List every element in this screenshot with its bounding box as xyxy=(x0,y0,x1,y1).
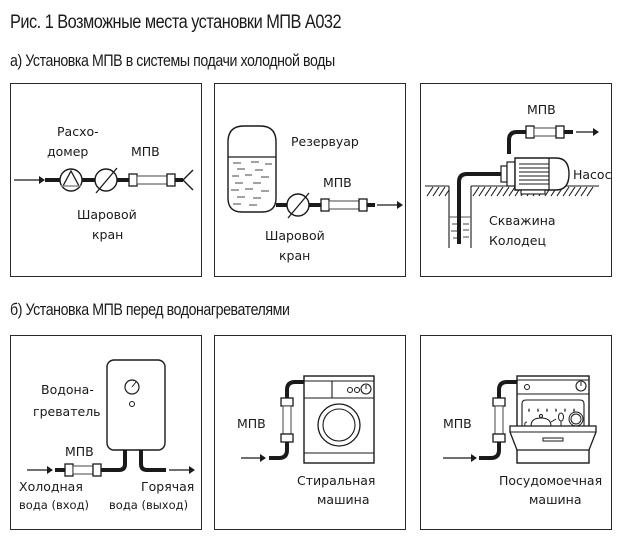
inlet-arrow-icon xyxy=(27,466,53,474)
diagram-a1: Расхо- домер МПВ Шаровой кран xyxy=(14,124,194,242)
section-b-heading: б) Установка МПВ перед водонагревателями xyxy=(10,301,290,319)
valve-label-2: кран xyxy=(279,248,310,263)
cold-water-label-2: вода (вход) xyxy=(19,498,89,512)
mpv-filter-icon xyxy=(492,397,506,443)
diagram-a3: МПВ Насос Скважина Колодец xyxy=(425,102,612,248)
inlet-arrow-icon xyxy=(443,454,477,462)
dishwasher-icon xyxy=(509,375,597,464)
panel-a1-cold-water-line: Расхо- домер МПВ Шаровой кран xyxy=(10,83,202,277)
machine-label-1: Посудомоечная xyxy=(499,473,602,488)
filter-label: МПВ xyxy=(131,144,160,159)
outlet-tap-icon xyxy=(182,169,194,191)
flowmeter-icon xyxy=(59,168,83,192)
section-a-heading: а) Установка МПВ в системы подачи холодн… xyxy=(10,52,335,70)
cold-water-label-1: Холодная xyxy=(19,479,83,494)
pipe xyxy=(269,380,304,460)
machine-label-2: машина xyxy=(317,492,369,507)
panel-a2-tank: Резервуар МПВ Шаровой кран xyxy=(214,83,406,277)
panel-a3-pump-well: МПВ Насос Скважина Колодец xyxy=(420,83,612,277)
water-heater-icon xyxy=(106,359,166,451)
mpv-filter-icon xyxy=(64,463,102,477)
outlet-arrow-icon xyxy=(377,201,403,209)
panel-b3-dishwasher: МПВ Посудомоечная машина xyxy=(420,335,612,530)
pump-icon xyxy=(500,157,570,195)
pipe xyxy=(479,380,517,460)
machine-label-2: машина xyxy=(529,492,581,507)
hot-water-label-2: вода (выход) xyxy=(109,498,188,512)
pump-label: Насос xyxy=(573,167,612,182)
washing-machine-icon xyxy=(303,375,375,464)
hot-water-label-1: Горячая xyxy=(141,479,194,494)
machine-label-1: Стиральная xyxy=(297,473,375,488)
mpv-filter-icon xyxy=(280,397,294,443)
diagram-a2: Резервуар МПВ Шаровой кран xyxy=(227,125,403,263)
mpv-filter-icon xyxy=(320,198,368,212)
inlet-arrow-icon xyxy=(14,176,45,184)
heater-label-2: греватель xyxy=(33,404,101,419)
tank-icon xyxy=(227,125,277,213)
well-label-2: Колодец xyxy=(489,233,546,248)
diagram-b1: Водона- греватель МПВ Холодная вода (вхо… xyxy=(19,359,195,512)
filter-label: МПВ xyxy=(65,444,94,459)
panel-b1-water-heater: Водона- греватель МПВ Холодная вода (вхо… xyxy=(10,335,202,530)
diagram-b2: МПВ Стиральная машина xyxy=(237,375,375,507)
pipe xyxy=(55,450,166,472)
filter-label: МПВ xyxy=(323,175,352,190)
filter-label: МПВ xyxy=(527,102,556,117)
outlet-arrow-icon xyxy=(169,466,195,474)
well-label-1: Скважина xyxy=(489,213,556,228)
mpv-filter-icon xyxy=(525,125,565,139)
flowmeter-label-1: Расхо- xyxy=(57,124,99,139)
flowmeter-label-2: домер xyxy=(47,144,88,159)
tank-label: Резервуар xyxy=(291,134,359,149)
ball-valve-icon xyxy=(286,192,310,219)
inlet-arrow-icon xyxy=(241,454,266,462)
valve-label-2: кран xyxy=(92,227,123,242)
filter-label: МПВ xyxy=(237,416,266,431)
ball-valve-icon xyxy=(94,167,118,194)
outlet-arrow-icon xyxy=(576,128,599,136)
figure-title: Рис. 1 Возможные места установки МПВ А03… xyxy=(10,12,342,33)
diagram-b3: МПВ Посудомоечная машина xyxy=(443,375,602,507)
filter-label: МПВ xyxy=(443,416,472,431)
pipe xyxy=(457,130,573,244)
valve-label-1: Шаровой xyxy=(265,228,325,243)
panel-b2-washing-machine: МПВ Стиральная машина xyxy=(214,335,406,530)
heater-label-1: Водона- xyxy=(41,382,94,397)
valve-label-1: Шаровой xyxy=(77,207,137,222)
mpv-filter-icon xyxy=(128,173,176,187)
